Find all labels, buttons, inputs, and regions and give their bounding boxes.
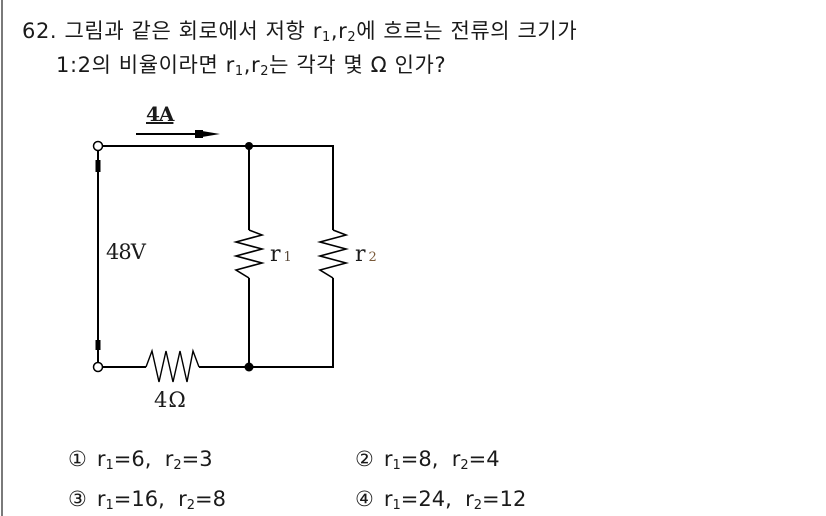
option-r1-value: =8,	[400, 447, 439, 471]
option-r2-value: =3	[181, 447, 213, 471]
r1-label-name: r	[270, 242, 281, 267]
subscript: 1	[234, 64, 244, 79]
resistor-4ohm-icon	[145, 348, 200, 383]
option-r2-value: =12	[482, 487, 527, 511]
page-left-border	[1, 0, 3, 516]
option-r1: r	[383, 447, 393, 471]
question-line-2: 1:2의 비율이라면 r1,r2는 각각 몇 Ω 인가?	[56, 52, 446, 78]
option-r1-value: =16,	[113, 487, 165, 511]
junction-bottom-icon	[244, 362, 254, 372]
option-marker: ②	[355, 447, 374, 471]
subscript: 1	[105, 498, 114, 513]
option-r2: r	[178, 487, 187, 511]
question-line-1: 62. 그림과 같은 회로에서 저항 r1,r2에 흐르는 전류의 크기가	[22, 18, 577, 44]
option-r2-value: =4	[468, 447, 500, 471]
r1-label-sub: 1	[283, 250, 292, 265]
bottom-terminal-icon	[92, 361, 104, 373]
question-number: 62.	[22, 19, 58, 43]
terminal-mark-top	[95, 160, 101, 172]
question-text-1c: 에 흐르는 전류의 크기가	[356, 19, 578, 43]
voltage-label: 48V	[106, 240, 146, 264]
series-resistor-label: 4Ω	[154, 388, 187, 412]
question-text-2c: 는 각각 몇 Ω 인가?	[269, 53, 447, 77]
subscript: 2	[473, 498, 483, 513]
junction-top-icon	[245, 142, 253, 150]
option-r2-value: =8	[195, 487, 226, 511]
subscript: 2	[460, 458, 469, 473]
current-label: 4A	[146, 102, 174, 126]
subscript: 2	[186, 498, 196, 513]
subscript: 1	[321, 30, 331, 45]
option-r1-value: =6,	[113, 447, 152, 471]
option-r2: r	[465, 487, 474, 511]
resistor-r1-icon	[232, 229, 266, 279]
question-text-1a: 그림과 같은 회로에서 저항 r	[64, 19, 322, 43]
subscript: 2	[173, 458, 182, 473]
r2-label-sub: 2	[368, 250, 377, 265]
r2-label-name: r	[355, 242, 366, 267]
terminal-mark-bottom	[95, 340, 101, 350]
option-r1: r	[383, 487, 393, 511]
resistor-r2-icon	[316, 229, 350, 279]
option-marker: ①	[68, 447, 87, 471]
subscript: 2	[260, 64, 270, 79]
subscript: 1	[105, 458, 114, 473]
subscript: 1	[392, 458, 401, 473]
option-r2: r	[451, 447, 461, 471]
option-r1-value: =24,	[400, 487, 452, 511]
question-text-2b: ,r	[243, 53, 261, 77]
question-text-1b: ,r	[330, 19, 348, 43]
question-text-2a: 1:2의 비율이라면 r	[56, 53, 235, 77]
option-r1: r	[96, 487, 106, 511]
option-marker: ④	[355, 487, 374, 511]
option-r1: r	[96, 447, 106, 471]
option-r2: r	[164, 447, 174, 471]
subscript: 1	[392, 498, 401, 513]
top-terminal-icon	[92, 140, 104, 152]
subscript: 2	[347, 30, 357, 45]
option-marker: ③	[68, 487, 87, 511]
